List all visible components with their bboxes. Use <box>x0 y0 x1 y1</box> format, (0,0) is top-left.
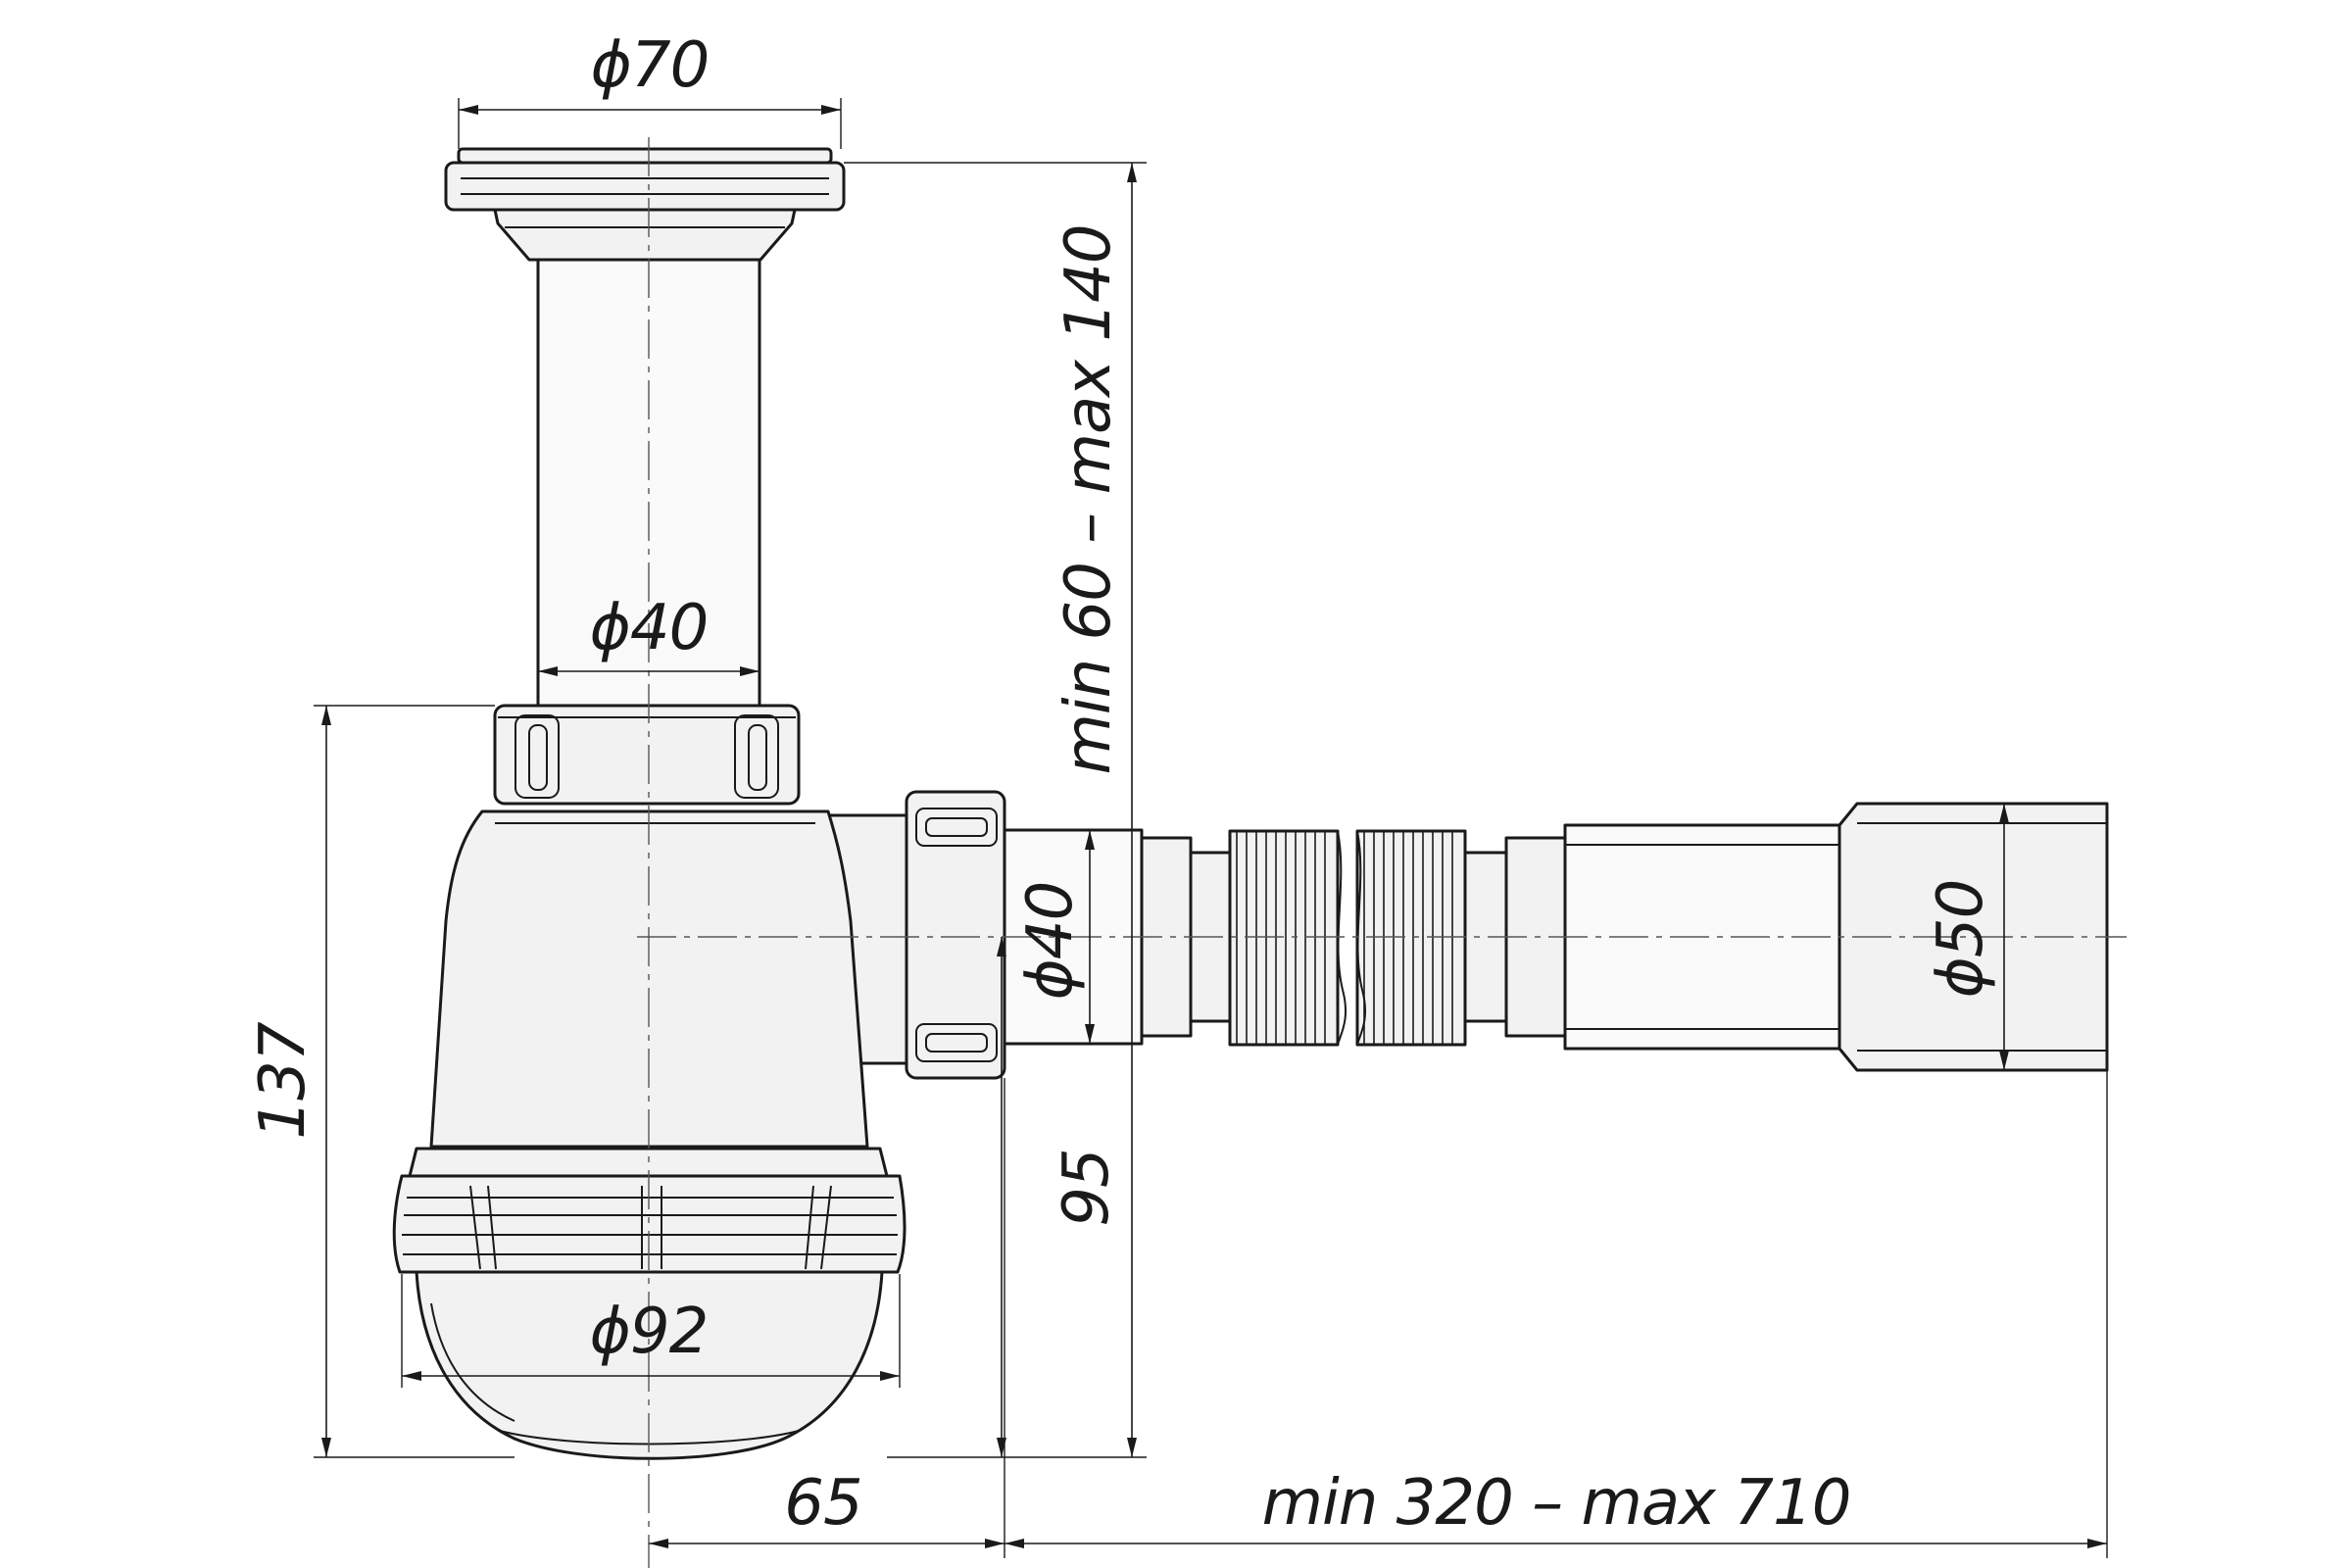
top-flange-diameter-label: ϕ70 <box>591 29 710 102</box>
bottle-trap-assembly <box>392 137 2127 1568</box>
upper-union-nut <box>493 704 801 806</box>
hose-length-range-label: min 320 – max 710 <box>1262 1467 1851 1540</box>
bottle-diameter-label: ϕ92 <box>590 1296 709 1368</box>
sink-strainer-flange <box>444 147 846 262</box>
dimension-labels: ϕ70 ϕ40 ϕ92 137 min 60 – max 140 95 ϕ40 … <box>247 29 1997 1540</box>
outlet-union-nut <box>905 790 1006 1080</box>
total-height-label: 137 <box>247 1021 319 1139</box>
dimension-lines <box>314 98 2108 1558</box>
outlet-height-label: 95 <box>1051 1149 1123 1226</box>
hose-end-diameter-label: ϕ50 <box>1925 880 1997 999</box>
outlet-offset-label: 65 <box>784 1467 861 1540</box>
outlet-diameter-label: ϕ40 <box>1014 882 1087 1001</box>
inlet-height-range-label: min 60 – max 140 <box>1053 224 1125 774</box>
corrugated-hose <box>1228 829 1467 1047</box>
tailpipe-diameter-label: ϕ40 <box>590 592 709 664</box>
hose-end-cuff <box>1838 802 2109 1072</box>
